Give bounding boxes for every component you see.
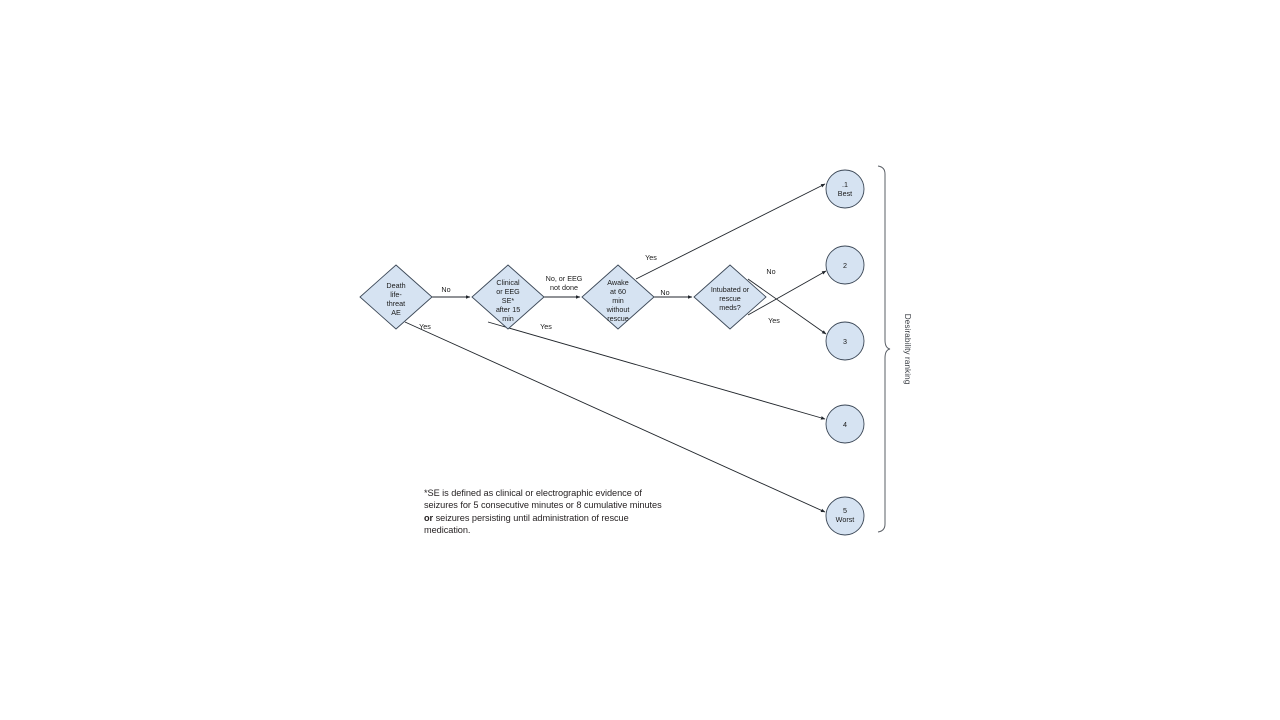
- outcome-label-line: 2: [843, 261, 847, 270]
- diamond-shape: [359, 264, 433, 330]
- decision-label-line: min: [502, 314, 514, 323]
- outcome-node-rank-3[interactable]: 3: [825, 321, 865, 361]
- edge-label-d1-no: No: [441, 285, 450, 294]
- edge-label-d4-no: No: [766, 267, 775, 276]
- outcome-label-line: 3: [843, 337, 847, 346]
- edge-line-d1-yes-rank5: [404, 321, 826, 513]
- edge-label-d3-no: No: [660, 288, 669, 297]
- decision-label-line: min: [612, 296, 624, 305]
- outcome-node-rank-4[interactable]: 4: [825, 404, 865, 444]
- diamond-shape: [471, 264, 545, 330]
- outcome-label-line: Worst: [836, 515, 855, 524]
- diamond-shape: [693, 264, 767, 330]
- decision-label-line: life-: [390, 290, 402, 299]
- circle-shape: [825, 169, 865, 209]
- outcome-node-rank-2[interactable]: 2: [825, 245, 865, 285]
- decision-node-intubated-or-rescue-meds[interactable]: Intubated or rescue meds?: [693, 264, 767, 330]
- outcome-label-line: 4: [843, 420, 847, 429]
- outcome-nodes-group: .1 Best 2 3 4 5 Worst: [825, 169, 865, 536]
- decision-label-line: without: [606, 305, 630, 314]
- decision-label-line: rescue: [607, 314, 629, 323]
- bracket-label: Desirability ranking: [903, 314, 913, 385]
- decision-label-line: SE*: [502, 296, 515, 305]
- outcome-node-rank-5[interactable]: 5 Worst: [825, 496, 865, 536]
- footnote-bold-or: or: [424, 512, 434, 523]
- edge-label-d1-yes: Yes: [419, 322, 431, 331]
- edge-label-d3-yes: Yes: [645, 253, 657, 262]
- edge-line-d4-no-rank2: [747, 270, 827, 316]
- edge-line-d4-yes-rank3: [747, 278, 827, 335]
- footnote-part2: seizures persisting until administration…: [424, 512, 629, 536]
- diamond-shape: [581, 264, 655, 330]
- circle-shape: [825, 404, 865, 444]
- decision-label-line: meds?: [719, 303, 741, 312]
- decision-node-death-life-threat-ae[interactable]: Death life- threat AE: [359, 264, 433, 330]
- desirability-bracket: Desirability ranking: [877, 165, 913, 533]
- edge-label-d2-yes: Yes: [540, 322, 552, 331]
- decision-label-line: Intubated or: [711, 285, 750, 294]
- footnote-part1: *SE is defined as clinical or electrogra…: [424, 488, 662, 511]
- edge-label-d2-no-line1: No, or EEG: [546, 274, 583, 283]
- edge-line-d2-yes-rank4: [487, 321, 826, 420]
- decision-label-line: Death: [386, 281, 405, 290]
- outcome-label-line: .1: [842, 180, 848, 189]
- decision-node-clinical-or-eeg-se[interactable]: Clinical or EEG SE* after 15 min: [471, 264, 545, 330]
- edge-label-d4-yes: Yes: [768, 316, 780, 325]
- edge-label-d2-no-line2: not done: [550, 283, 578, 292]
- circle-shape: [825, 245, 865, 285]
- decision-label-line: threat: [387, 299, 405, 308]
- decision-label-line: after 15: [496, 305, 520, 314]
- circle-shape: [825, 321, 865, 361]
- circle-shape: [825, 496, 865, 536]
- decision-label-line: rescue: [719, 294, 741, 303]
- decision-node-awake-at-60-min[interactable]: Awake at 60 min without rescue: [581, 264, 655, 330]
- decision-label-line: Awake: [607, 278, 628, 287]
- decision-label-line: AE: [391, 308, 401, 317]
- outcome-label-line: 5: [843, 506, 847, 515]
- edges-group: [404, 183, 827, 513]
- decision-label-line: or EEG: [496, 287, 520, 296]
- outcome-label-line: Best: [838, 189, 852, 198]
- decision-nodes-group: Death life- threat AE Clinical or EEG SE…: [359, 264, 767, 330]
- decision-label-line: at 60: [610, 287, 626, 296]
- decision-label-line: Clinical: [496, 278, 520, 287]
- edge-labels-group: No Yes No, or EEG not done Yes Yes No No…: [419, 253, 780, 331]
- outcome-node-rank-1[interactable]: .1 Best: [825, 169, 865, 209]
- curly-brace-icon: [877, 165, 891, 533]
- edge-line-d3-yes-rank1: [635, 183, 826, 280]
- footnote-text: *SE is defined as clinical or electrogra…: [424, 487, 664, 537]
